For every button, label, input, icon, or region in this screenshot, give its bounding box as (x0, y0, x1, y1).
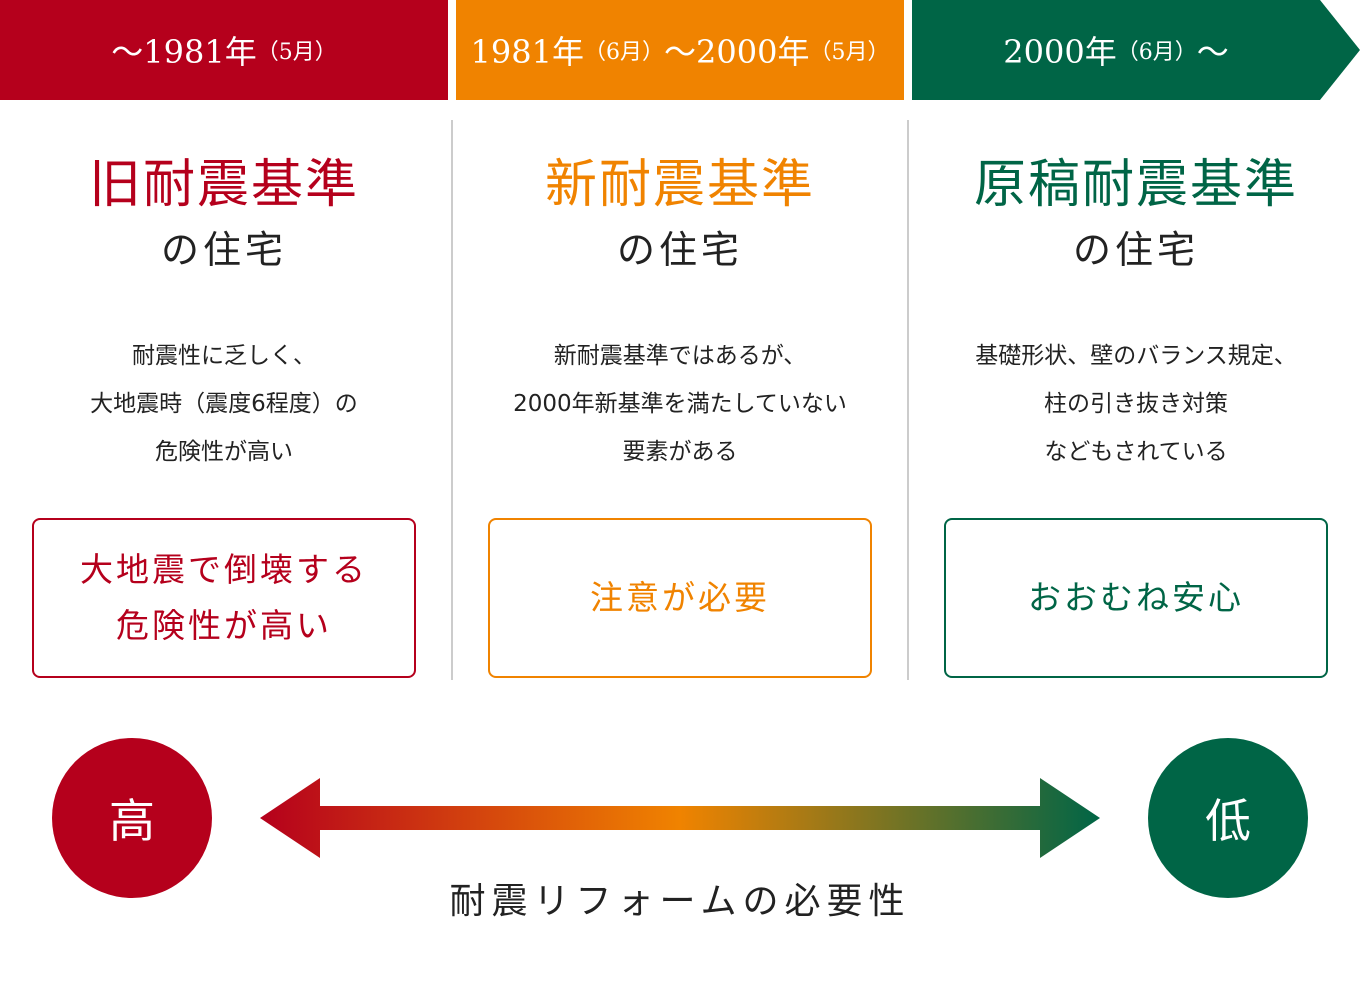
column-subtitle: の住宅 (160, 228, 287, 272)
column-description: 新耐震基準ではあるが、 2000年新基準を満たしていない要素がある (460, 332, 900, 482)
column-title: 原稿耐震基準 (973, 155, 1298, 215)
column-description: 基礎形状、壁のバランス規定、柱の引き抜き対策などもされている (916, 332, 1356, 482)
column-subtitle: の住宅 (616, 228, 743, 272)
period-band-current: 2000年（6月）～ (912, 0, 1360, 100)
desc-line: 大地震時（震度6程度）の (90, 391, 358, 417)
period-band-new: 1981年（6月）～2000年（5月） (456, 0, 904, 100)
period-text: ～1981年 (111, 33, 257, 71)
scale-label: 耐震リフォームの必要性 (449, 881, 911, 922)
double-arrow-icon (260, 778, 1100, 858)
period-month: （6月） (584, 40, 664, 65)
risk-box-new: 注意が必要 (488, 518, 872, 678)
desc-line: などもされている (1044, 439, 1228, 465)
column-new: 新耐震基準 の住宅 新耐震基準ではあるが、 2000年新基準を満たしていない要素が… (460, 150, 900, 482)
risk-line: 危険性が高い (116, 606, 332, 645)
desc-line: 耐震性に乏しく、 (132, 343, 316, 369)
period-text: 1981年 (470, 33, 584, 71)
risk-line: 大地震で倒壊する (80, 550, 368, 589)
period-month: （6月） (1116, 40, 1197, 65)
risk-line: 注意が必要 (590, 578, 770, 617)
desc-line: 要素がある (622, 439, 738, 465)
column-old: 旧耐震基準 の住宅 耐震性に乏しく、大地震時（震度6程度）の危険性が高い (4, 150, 444, 482)
divider (907, 120, 909, 680)
desc-line: 新耐震基準ではあるが、 (553, 343, 807, 369)
period-text: 2000年 (1003, 33, 1117, 71)
column-title: 旧耐震基準 (88, 155, 359, 215)
risk-box-old: 大地震で倒壊する危険性が高い (32, 518, 416, 678)
risk-box-current: おおむね安心 (944, 518, 1328, 678)
desc-line: 危険性が高い (155, 439, 293, 465)
column-description: 耐震性に乏しく、大地震時（震度6程度）の危険性が高い (4, 332, 444, 482)
high-circle: 高 (52, 738, 212, 898)
divider (451, 120, 453, 680)
risk-line: おおむね安心 (1028, 578, 1244, 617)
period-text: ～2000年 (664, 33, 810, 71)
low-circle: 低 (1148, 738, 1308, 898)
desc-line: 柱の引き抜き対策 (1044, 391, 1228, 417)
desc-line: 2000年新基準を満たしていない (513, 391, 847, 417)
column-current: 原稿耐震基準 の住宅 基礎形状、壁のバランス規定、柱の引き抜き対策などもされてい… (916, 150, 1356, 482)
column-subtitle: の住宅 (1072, 228, 1199, 272)
period-band-old: ～1981年（5月） (0, 0, 448, 100)
period-month: （5月） (256, 40, 337, 65)
column-title: 新耐震基準 (544, 155, 815, 215)
desc-line: 基礎形状、壁のバランス規定、 (975, 343, 1297, 369)
period-month: （5月） (809, 40, 890, 65)
period-text: ～ (1196, 33, 1229, 71)
